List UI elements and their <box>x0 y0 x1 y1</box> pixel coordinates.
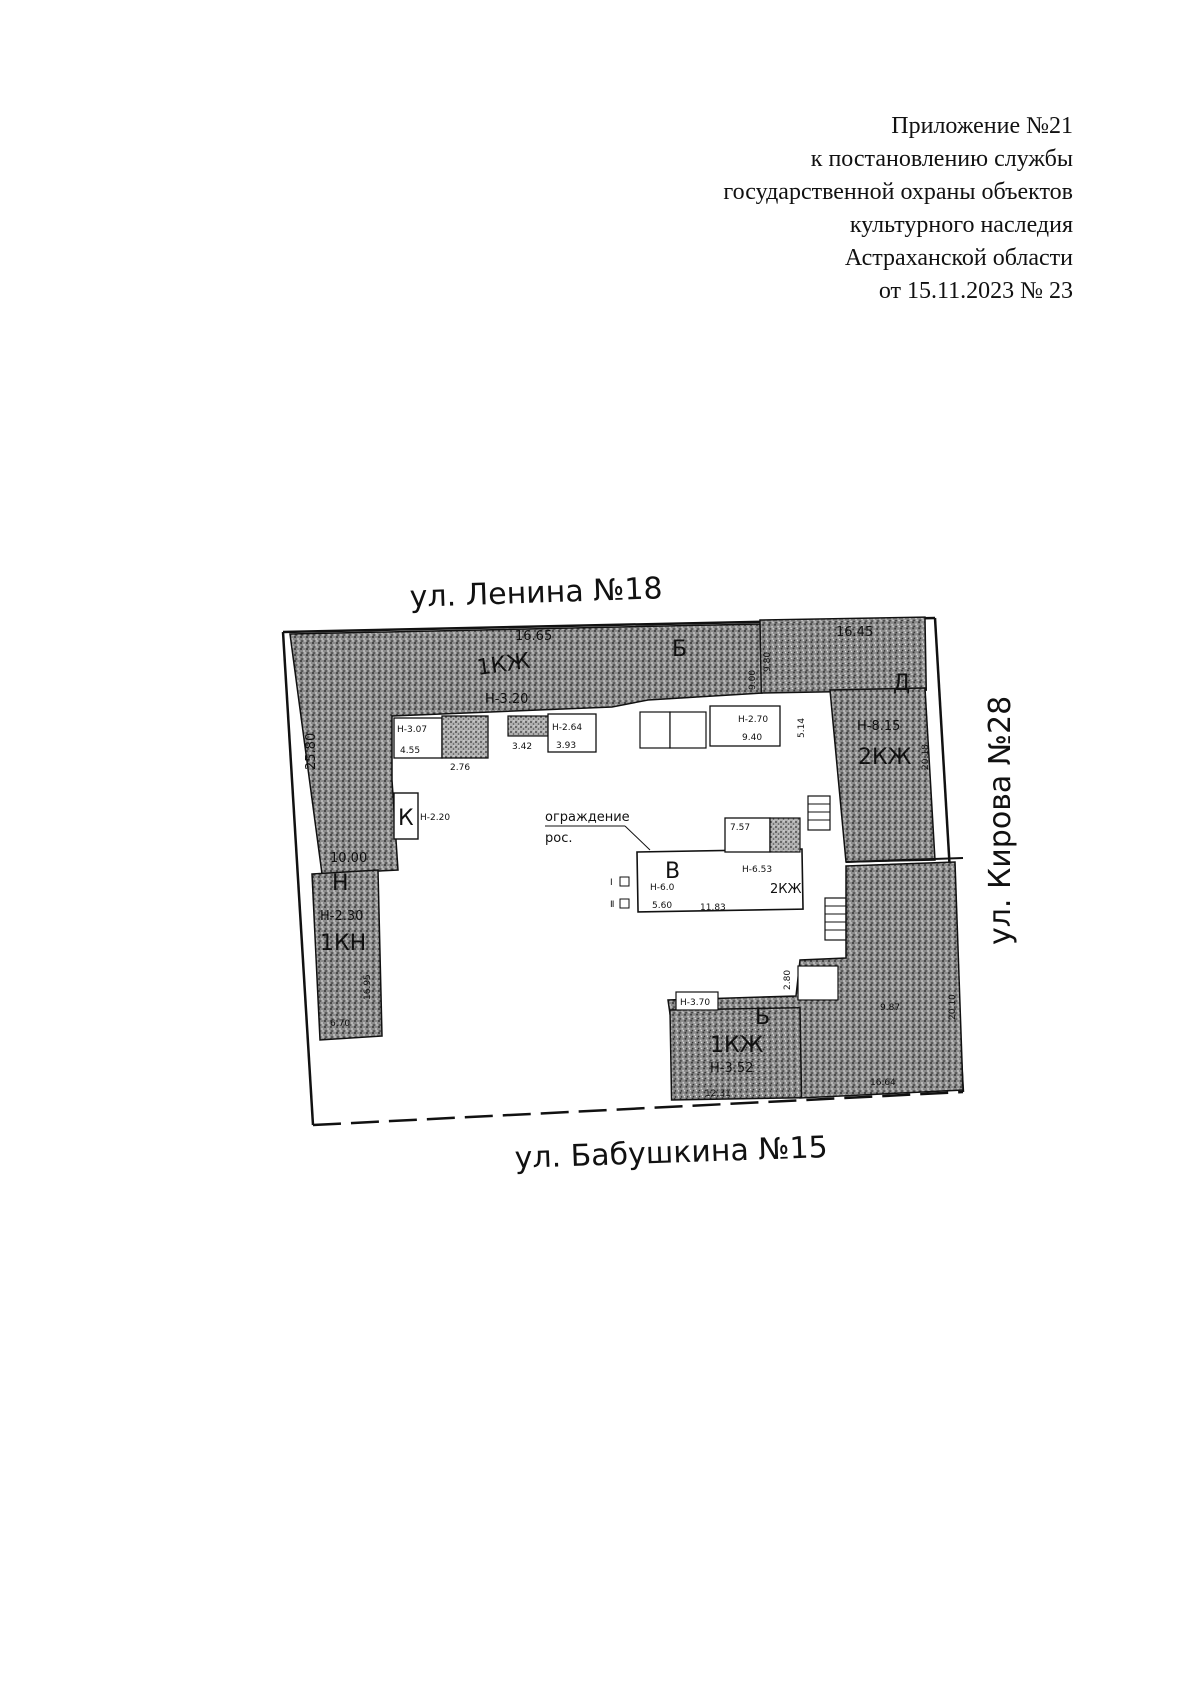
staircases <box>807 795 964 941</box>
dimension-label: 10.00 <box>330 851 367 866</box>
street-label-north: ул. Ленина №18 <box>409 571 663 615</box>
dimension-label: 16.45 <box>836 625 873 640</box>
building-letter: Н <box>332 871 349 896</box>
building-letter: Д <box>893 671 910 696</box>
dimension-label: 9.40 <box>742 733 762 743</box>
appendix-header: Приложение №21 к постановлению службы го… <box>513 110 1073 308</box>
appendix-line: к постановлению службы <box>810 146 1073 172</box>
building-v: В Н-6.0 Н-6.53 2КЖ 11.83 5.60 7.57 Ⅰ Ⅱ <box>610 817 804 913</box>
building-floors: 1КЖ <box>710 1033 764 1058</box>
dimension-label: 11.83 <box>700 903 726 913</box>
building-height: Н-6.0 <box>650 883 675 893</box>
building-n: Н Н-2.30 1КН 16.95 6.70 <box>311 869 383 1041</box>
building-b-south: Н-3.70 Б 1КЖ Н-3.52 12.31 16.64 9.87 20.… <box>667 861 964 1101</box>
dimension-label: 25.80 <box>304 733 319 770</box>
building-floors: 2КЖ <box>770 882 802 897</box>
building-letter: К <box>398 806 414 831</box>
dimension-label: 3.93 <box>556 741 576 751</box>
building-letter: В <box>665 859 680 884</box>
building-height: Н-6.53 <box>742 865 772 875</box>
building-height: Н-2.30 <box>320 909 363 924</box>
appendix-title: Приложение №21 <box>891 113 1073 139</box>
dimension-label: 9.00 <box>748 670 758 690</box>
marker-label: Ⅱ <box>610 900 614 910</box>
dimension-label: 2.76 <box>450 763 470 773</box>
appendix-line: государственной охраны объектов <box>723 179 1073 205</box>
street-label-east: ул. Кирова №28 <box>983 696 1018 945</box>
dimension-label: 12.31 <box>705 1089 731 1099</box>
dimension-label: 9.87 <box>880 1003 900 1013</box>
dimension-label: 16.95 <box>363 974 373 1000</box>
building-b-north: Б 1КЖ Н-3.20 16.65 16.45 9.80 9.00 25.80… <box>289 616 928 875</box>
appendix-line: Астраханской области <box>844 245 1073 271</box>
building-height: Н-8.15 <box>857 719 900 734</box>
dimension-label: 16.64 <box>870 1078 896 1088</box>
street-label-south: ул. Бабушкина №15 <box>514 1130 828 1176</box>
annex-height: Н-2.70 <box>738 715 768 725</box>
building-d: Д Н-8.15 2КЖ 20.18 <box>829 671 936 863</box>
building-k: К Н-2.20 <box>393 792 450 840</box>
building-height: Н-3.20 <box>485 692 528 707</box>
building-height: Н-3.52 <box>710 1061 753 1076</box>
fence-label: ограждение рос. <box>545 810 651 851</box>
building-letter: Б <box>755 1005 770 1030</box>
dimension-label: 6.70 <box>330 1019 350 1029</box>
building-height: Н-2.20 <box>420 813 450 823</box>
dimension-label: 9.80 <box>763 652 773 672</box>
dimension-label: 20.18 <box>921 744 931 770</box>
dimension-label: 4.55 <box>400 746 420 756</box>
appendix-date: от 15.11.2023 № 23 <box>878 278 1073 304</box>
fence-text: ограждение <box>545 810 630 825</box>
annex-row: Н-3.07 4.55 2.76 Н-2.64 3.42 3.93 Н-2.70… <box>393 705 807 773</box>
fence-text: рос. <box>545 831 573 846</box>
annex-height: Н-2.64 <box>552 723 582 733</box>
building-floors: 2КЖ <box>858 745 912 770</box>
building-floors: 1КН <box>320 931 366 956</box>
appendix-line: культурного наследия <box>849 212 1073 238</box>
dimension-label: 20.10 <box>948 994 958 1020</box>
dimension-label: 5.14 <box>797 718 807 738</box>
dimension-label: 7.57 <box>730 823 750 833</box>
marker-label: Ⅰ <box>610 878 613 888</box>
dimension-label: 5.60 <box>652 901 672 911</box>
dimension-label: 3.42 <box>512 742 532 752</box>
dimension-label: 16.65 <box>515 629 552 644</box>
annex-height: Н-3.07 <box>397 725 427 735</box>
annex-height: Н-3.70 <box>680 998 710 1008</box>
dimension-label: 2.80 <box>783 970 793 990</box>
building-letter: Б <box>672 637 687 662</box>
